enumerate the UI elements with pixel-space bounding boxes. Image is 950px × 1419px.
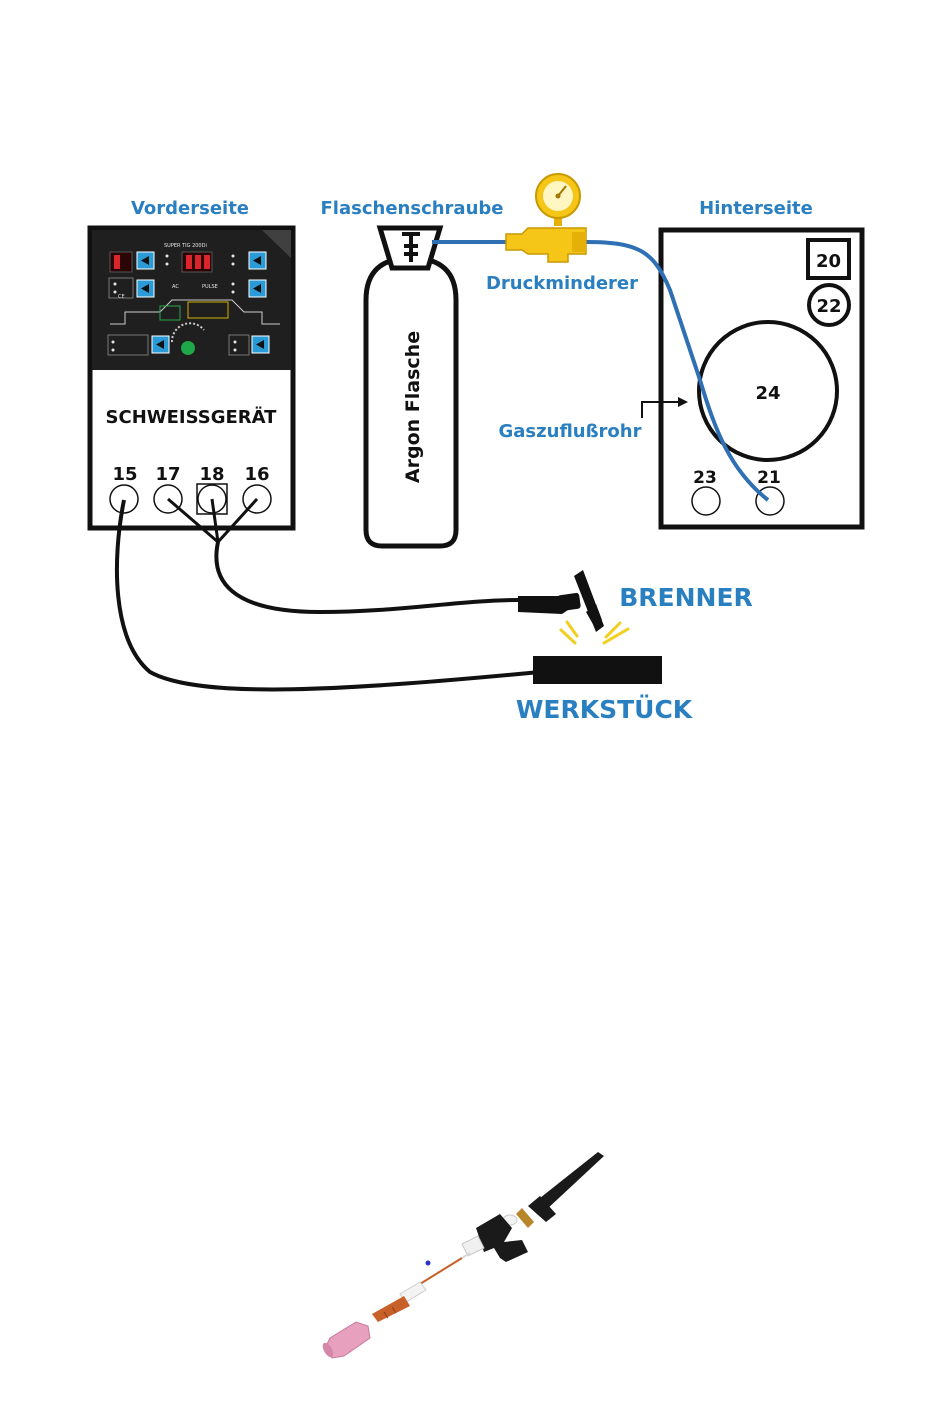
argon-bottle: Argon Flasche <box>366 228 456 546</box>
panel-ce-mark: CE <box>118 294 125 300</box>
back-port-22-label: 22 <box>816 296 841 317</box>
welder-front: SUPER TIG 200Di <box>90 228 293 528</box>
panel-ac-label: AC <box>172 284 179 290</box>
back-fan-24-label: 24 <box>755 383 780 404</box>
welder-back: 20 22 24 23 21 <box>661 230 862 527</box>
port-18-label: 18 <box>199 464 224 485</box>
back-port-20-label: 20 <box>816 251 841 272</box>
pressure-reducer-label: Druckminderer <box>486 273 638 294</box>
torch <box>518 570 604 632</box>
torch-cable <box>216 542 520 612</box>
back-port-23-label: 23 <box>693 468 717 488</box>
port-17-label: 17 <box>155 464 180 485</box>
workpiece <box>533 656 662 684</box>
workpiece-label: WERKSTÜCK <box>516 694 694 724</box>
welder-label: SCHWEISSGERÄT <box>106 406 278 428</box>
bottle-screw-label: Flaschenschraube <box>321 198 504 219</box>
back-label: Hinterseite <box>699 198 813 219</box>
torch-label: BRENNER <box>619 583 753 612</box>
bottle-label: Argon Flasche <box>402 331 424 483</box>
panel-pulse-label: PULSE <box>202 284 218 290</box>
gas-pipe-label: Gaszuflußrohr <box>499 421 642 442</box>
port-15-label: 15 <box>112 464 137 485</box>
pressure-gauge-icon[interactable] <box>506 174 586 262</box>
panel-model: SUPER TIG 200Di <box>164 243 207 249</box>
back-port-23[interactable] <box>692 487 720 515</box>
left-display <box>110 252 132 272</box>
current-knob[interactable] <box>181 341 195 355</box>
back-port-21-label: 21 <box>757 468 781 488</box>
port-16-label: 16 <box>244 464 269 485</box>
front-label: Vorderseite <box>131 198 249 219</box>
tig-torch-exploded-illustration <box>321 1152 604 1359</box>
